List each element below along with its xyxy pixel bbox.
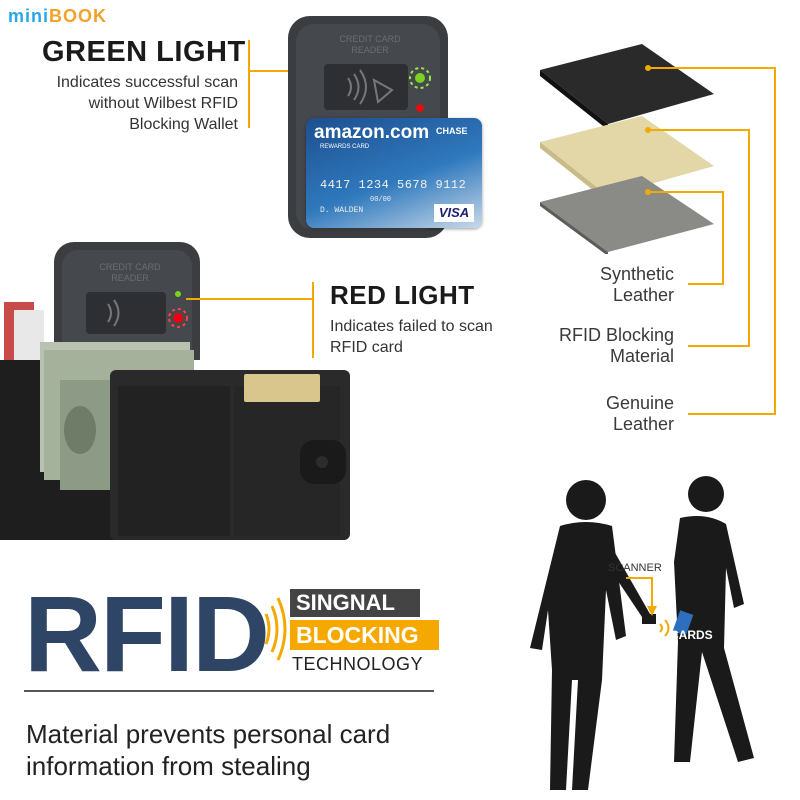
green-callout-bracket — [248, 40, 250, 128]
label3-tick — [688, 413, 776, 415]
red-light-title: RED LIGHT — [330, 280, 475, 310]
card-sub: REWARDS CARD — [320, 144, 370, 150]
divider — [24, 690, 434, 692]
visa-logo: VISA — [434, 204, 474, 222]
credit-card: amazon.com REWARDS CARD CHASE 4417 1234 … — [306, 118, 482, 228]
layer-label-synthetic: Synthetic Leather — [599, 264, 674, 305]
scanner-label: SCANNER — [608, 562, 662, 574]
tagline: Material prevents personal card informat… — [26, 719, 391, 781]
label1-tick — [688, 283, 724, 285]
card-exp: 00/00 — [370, 196, 392, 204]
wallet-image — [0, 302, 350, 540]
layer2-callout — [650, 129, 748, 131]
red-callout-bracket — [312, 282, 314, 358]
layer3-callout — [650, 191, 722, 193]
red-callout-line — [186, 298, 312, 300]
card-brand: amazon.com — [314, 122, 430, 143]
green-light-description: Indicates successful scan without Wilbes… — [56, 74, 238, 133]
rfid-logo-text: RFID — [24, 573, 270, 694]
layer1-callout-v — [774, 67, 776, 415]
brand-part1: mini — [8, 6, 50, 26]
brand-part2: BOOK — [49, 6, 108, 26]
green-light-title: GREEN LIGHT — [42, 36, 246, 68]
reader-label-top: CREDIT CARD READER — [339, 34, 401, 55]
layer-label-genuine: Genuine Leather — [605, 393, 674, 434]
signal-label: SINGNAL — [290, 589, 420, 617]
reader-label-bottom: CREDIT CARD READER — [99, 262, 161, 283]
layer2-callout-v — [748, 129, 750, 347]
layer3-callout-v — [722, 191, 724, 283]
red-light-description: Indicates failed to scan RFID card — [330, 318, 493, 356]
layer-label-rfid: RFID Blocking Material — [558, 325, 674, 366]
technology-label: TECHNOLOGY — [292, 654, 424, 674]
brand-logo: miniBOOK — [8, 6, 107, 27]
card-holder: D. WALDEN — [320, 206, 364, 215]
card-reader-bottom — [54, 242, 200, 360]
label2-tick — [688, 345, 750, 347]
cards-label: CARDS — [670, 628, 713, 642]
card-bank: CHASE — [436, 126, 468, 136]
layer1-callout — [650, 67, 774, 69]
silhouette-scene — [530, 476, 754, 790]
leather-layers — [540, 44, 714, 254]
card-number: 4417 1234 5678 9112 — [320, 178, 467, 192]
signal-waves-icon — [264, 597, 287, 661]
blocking-label: BLOCKING — [290, 620, 439, 650]
